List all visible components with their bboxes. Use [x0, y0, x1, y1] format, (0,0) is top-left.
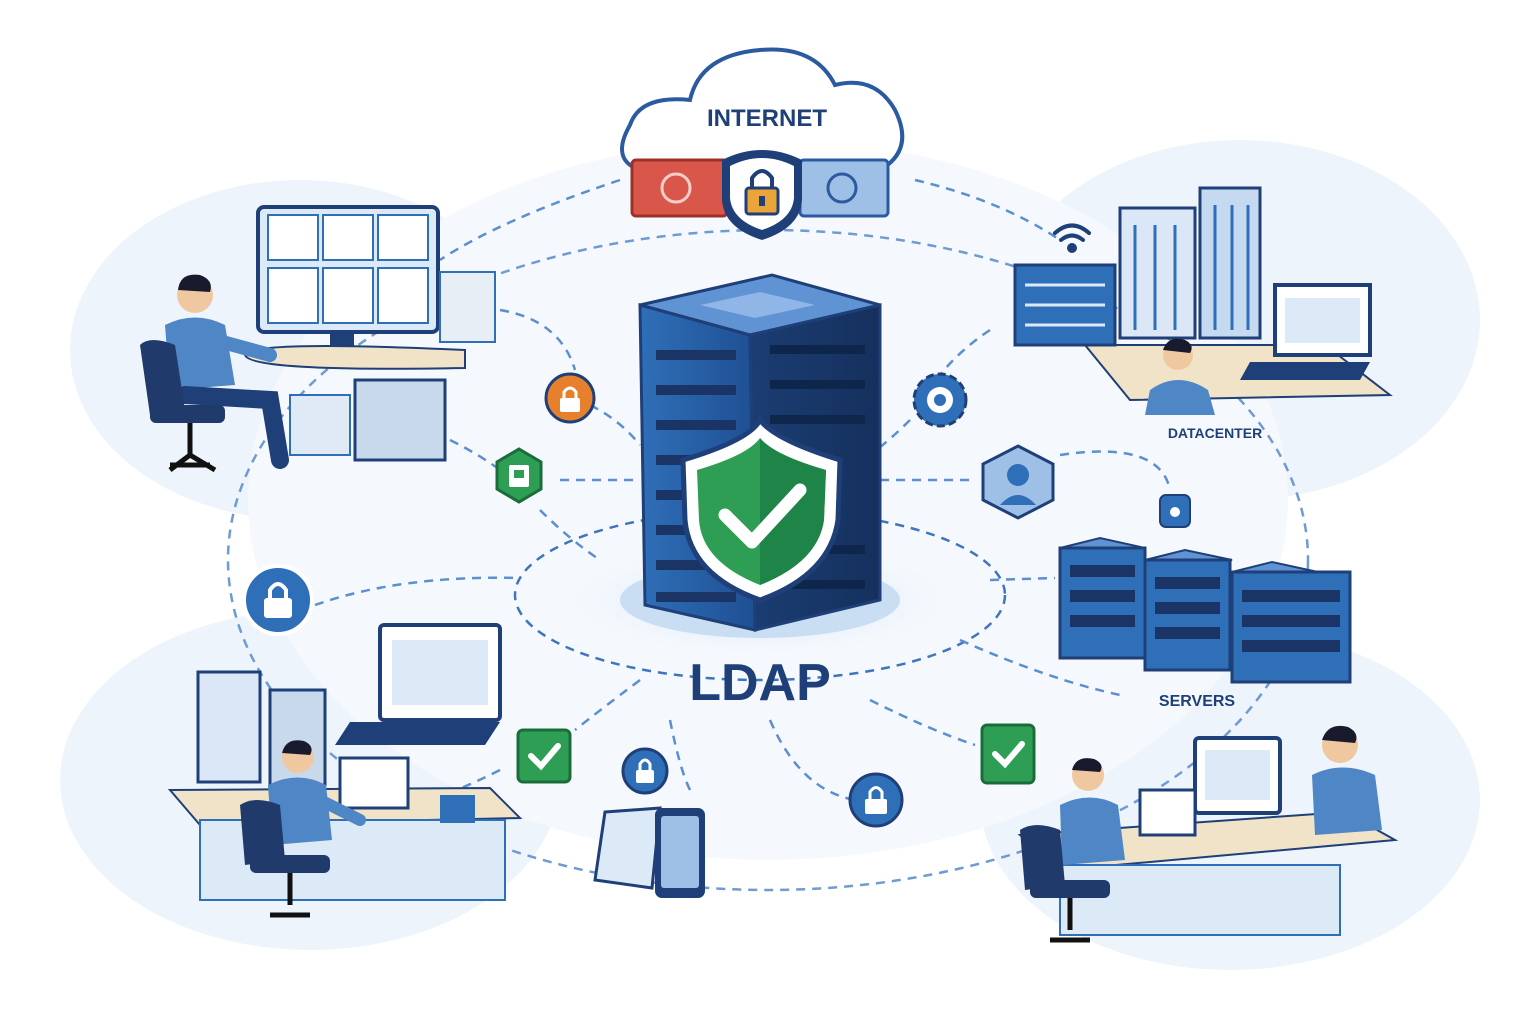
admin-workstation-top-left [140, 205, 496, 473]
person-icon [1312, 725, 1382, 835]
badge-gear [912, 372, 968, 428]
padlock-icon [560, 398, 580, 412]
badge-blue-lock-bottom [621, 747, 669, 795]
datacenter-label: DATACENTER [1168, 425, 1262, 441]
phone-icon [655, 808, 705, 898]
server-rack-icon [1058, 536, 1352, 684]
padlock-icon [264, 598, 292, 618]
internet-cloud: INTERNET [620, 47, 905, 240]
badge-green-check-left [516, 728, 572, 784]
badge-blue-lock-left [242, 564, 314, 636]
network-connections [226, 178, 1310, 892]
firewall-left-panel [630, 158, 729, 218]
workstation-bottom-right [1017, 725, 1399, 943]
workstation-bottom-left [167, 623, 523, 918]
firewall-right-panel [798, 158, 890, 218]
user-icon [1007, 464, 1029, 486]
servers-label: SERVERS [1159, 693, 1236, 710]
refresh-icon [826, 172, 858, 204]
badge-green-shield [495, 447, 543, 504]
padlock-icon [636, 770, 654, 783]
building-icon [1118, 186, 1262, 340]
badge-small-lock [1159, 494, 1191, 528]
padlock-icon [722, 150, 802, 240]
checkmark-icon [528, 743, 561, 771]
mobile-devices [593, 806, 705, 898]
datacenter-top-right: DATACENTER [1013, 186, 1393, 441]
padlock-icon [1170, 507, 1180, 517]
wifi-icon [1053, 223, 1091, 253]
office-chair-icon [1020, 825, 1110, 943]
person-icon [165, 274, 289, 469]
office-chair-icon [240, 800, 330, 918]
checkmark-icon [992, 741, 1025, 769]
ldap-server-tower [570, 273, 950, 655]
badge-orange-lock [544, 372, 596, 424]
server-cluster-right: SERVERS [1058, 536, 1352, 710]
office-chair-icon [140, 340, 225, 473]
person-icon [1060, 758, 1125, 865]
person-icon [268, 740, 366, 845]
building-icon [196, 670, 262, 784]
internet-label: INTERNET [707, 105, 827, 132]
person-icon [1145, 338, 1215, 415]
sync-icon [660, 172, 692, 204]
padlock-icon [865, 799, 887, 814]
desktop-tower [353, 378, 447, 462]
badge-green-check-right [980, 723, 1036, 785]
badge-user [981, 444, 1055, 520]
badge-blue-lock-bottom-right [848, 772, 904, 828]
ldap-label: LDAP [689, 654, 831, 712]
shield-check-icon [680, 415, 843, 603]
